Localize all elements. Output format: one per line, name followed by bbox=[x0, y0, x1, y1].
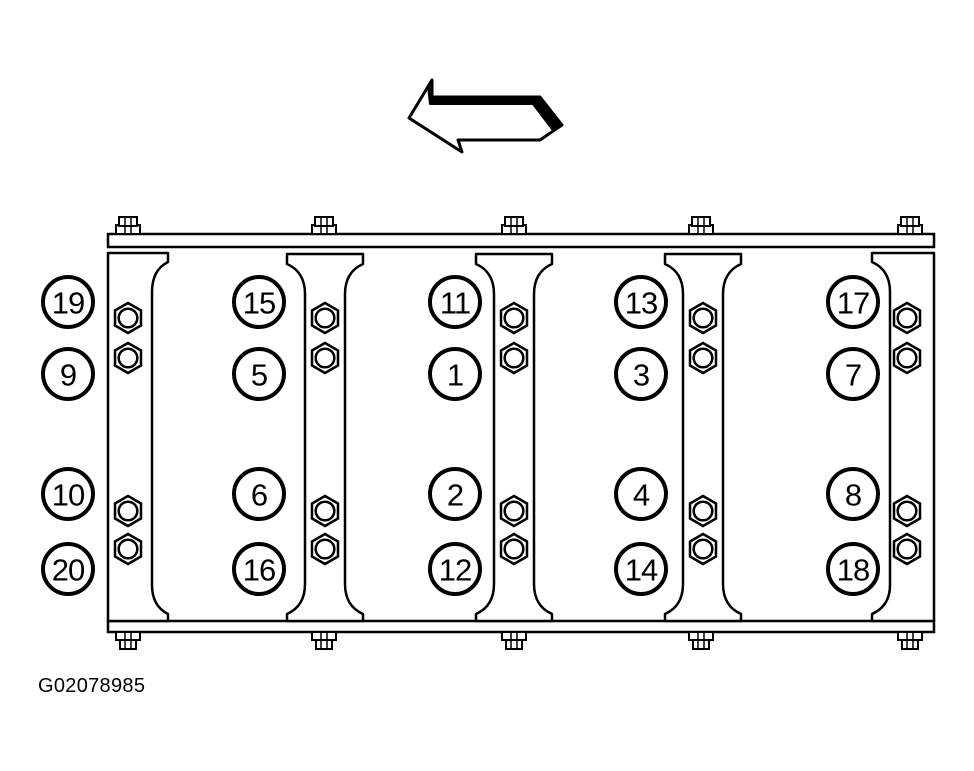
hex-bolt-icon bbox=[113, 532, 143, 566]
hex-bolt-icon bbox=[892, 301, 922, 335]
bottom-bolt-rail bbox=[106, 619, 936, 634]
sequence-number-label: 11 bbox=[440, 286, 470, 321]
cap-bolts bbox=[113, 301, 922, 566]
hex-bolt-icon bbox=[310, 341, 340, 375]
sequence-number-14: 14 bbox=[614, 542, 668, 596]
rail-bolt-icon bbox=[897, 216, 923, 235]
sequence-number-label: 9 bbox=[60, 358, 76, 393]
rail-bolt-icon bbox=[311, 216, 337, 235]
sequence-number-6: 6 bbox=[232, 467, 286, 521]
sequence-number-5: 5 bbox=[232, 347, 286, 401]
top-bolt-rail bbox=[106, 232, 936, 249]
sequence-number-label: 18 bbox=[837, 553, 869, 588]
sequence-number-label: 15 bbox=[243, 286, 275, 321]
rail-bolt-icon bbox=[311, 631, 337, 650]
sequence-number-10: 10 bbox=[41, 467, 95, 521]
rail-bolt-icon bbox=[115, 631, 141, 650]
sequence-number-label: 13 bbox=[625, 286, 657, 321]
top-rail-bolts bbox=[115, 216, 923, 235]
sequence-number-7: 7 bbox=[826, 347, 880, 401]
rail-bolt-icon bbox=[501, 216, 527, 235]
sequence-number-4: 4 bbox=[614, 467, 668, 521]
hex-bolt-icon bbox=[113, 301, 143, 335]
bearing-cap bbox=[663, 252, 743, 623]
sequence-number-18: 18 bbox=[826, 542, 880, 596]
sequence-number-16: 16 bbox=[232, 542, 286, 596]
hex-bolt-icon bbox=[892, 532, 922, 566]
sequence-number-label: 1 bbox=[447, 358, 463, 393]
sequence-number-1: 1 bbox=[428, 347, 482, 401]
sequence-number-label: 5 bbox=[251, 358, 267, 393]
rail-bolt-icon bbox=[897, 631, 923, 650]
sequence-number-label: 10 bbox=[52, 478, 85, 513]
hex-bolt-icon bbox=[499, 341, 529, 375]
rail-bolt-icon bbox=[688, 216, 714, 235]
sequence-number-label: 16 bbox=[243, 553, 275, 588]
hex-bolt-icon bbox=[499, 532, 529, 566]
bearing-cap bbox=[870, 251, 936, 623]
left-arrow-icon bbox=[407, 78, 564, 154]
bottom-rail-bolts bbox=[115, 631, 923, 650]
sequence-number-label: 8 bbox=[845, 478, 861, 513]
hex-bolt-icon bbox=[688, 301, 718, 335]
hex-bolt-icon bbox=[113, 494, 143, 528]
bearing-cap bbox=[285, 252, 365, 623]
sequence-number-15: 15 bbox=[232, 275, 286, 329]
bearing-cap bbox=[474, 252, 554, 623]
sequence-number-label: 4 bbox=[633, 478, 650, 513]
sequence-number-label: 12 bbox=[439, 553, 471, 588]
rail-bolt-icon bbox=[688, 631, 714, 650]
sequence-number-label: 17 bbox=[837, 286, 869, 321]
hex-bolt-icon bbox=[310, 301, 340, 335]
hex-bolt-icon bbox=[310, 494, 340, 528]
sequence-number-9: 9 bbox=[41, 347, 95, 401]
sequence-number-label: 19 bbox=[52, 286, 84, 321]
rail-bolt-icon bbox=[115, 216, 141, 235]
bearing-caps bbox=[106, 251, 936, 623]
sequence-number-2: 2 bbox=[428, 467, 482, 521]
hex-bolt-icon bbox=[499, 301, 529, 335]
diagram-id-caption: G02078985 bbox=[38, 675, 146, 697]
hex-bolt-icon bbox=[688, 532, 718, 566]
hex-bolt-icon bbox=[688, 494, 718, 528]
sequence-number-19: 19 bbox=[41, 275, 95, 329]
sequence-number-label: 20 bbox=[52, 553, 85, 588]
sequence-number-17: 17 bbox=[826, 275, 880, 329]
hex-bolt-icon bbox=[113, 341, 143, 375]
hex-bolt-icon bbox=[892, 494, 922, 528]
sequence-number-label: 3 bbox=[633, 358, 649, 393]
hex-bolt-icon bbox=[310, 532, 340, 566]
hex-bolt-icon bbox=[688, 341, 718, 375]
sequence-number-11: 11 bbox=[428, 275, 482, 329]
hex-bolt-icon bbox=[892, 341, 922, 375]
sequence-number-label: 2 bbox=[447, 478, 463, 513]
sequence-number-label: 14 bbox=[625, 553, 658, 588]
sequence-number-12: 12 bbox=[428, 542, 482, 596]
sequence-number-8: 8 bbox=[826, 467, 880, 521]
sequence-number-label: 7 bbox=[845, 358, 861, 393]
hex-bolt-icon bbox=[499, 494, 529, 528]
sequence-number-20: 20 bbox=[41, 542, 95, 596]
sequence-number-label: 6 bbox=[251, 478, 267, 513]
sequence-number-3: 3 bbox=[614, 347, 668, 401]
rail-bolt-icon bbox=[501, 631, 527, 650]
sequence-number-13: 13 bbox=[614, 275, 668, 329]
